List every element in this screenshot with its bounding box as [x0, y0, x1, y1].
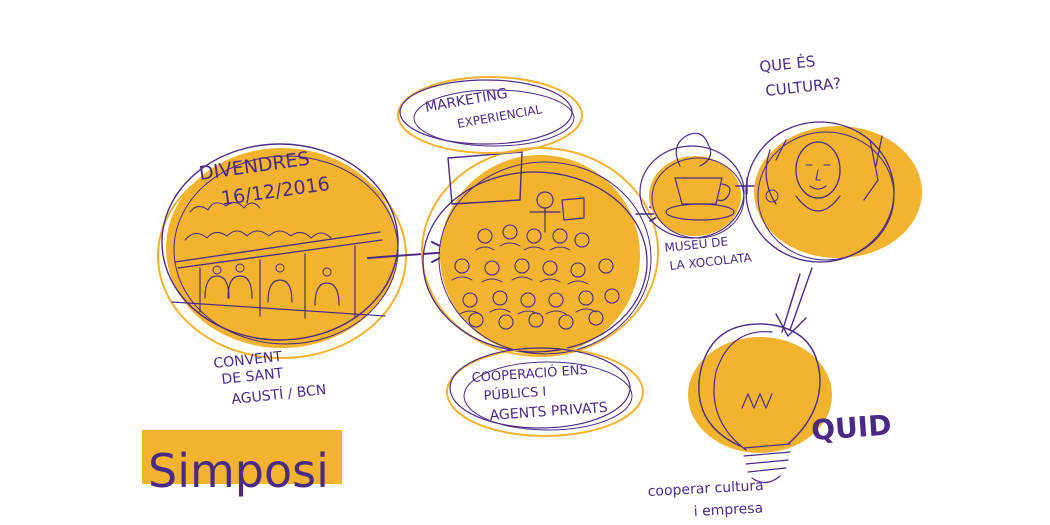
- bulb-line2: i empresa: [693, 500, 763, 520]
- audience-illustration: [421, 147, 659, 357]
- cooperation-bubble: [446, 347, 644, 437]
- question-line1: QUE ÉS: [758, 51, 816, 76]
- coop-line2: PÚBLICS I: [483, 384, 547, 404]
- museum-line1: MUSEU DE: [664, 234, 729, 255]
- venue-line2: DE SANT: [221, 366, 285, 388]
- quid-label: QUID: [810, 408, 892, 447]
- coop-line1: COOPERACIÓ ENS: [471, 362, 588, 386]
- bulb-line1: cooperar cultura: [647, 478, 764, 500]
- venue-line1: CONVENT: [213, 349, 283, 372]
- marketing-bubble: [397, 76, 583, 154]
- coop-line3: AGENTS PRIVATS: [489, 400, 608, 424]
- title-box: [142, 430, 342, 484]
- museum-line2: LA XOCOLATA: [669, 250, 753, 273]
- chocolate-cup-illustration: [639, 132, 745, 239]
- lightbulb-illustration: [688, 323, 832, 484]
- convent-illustration: [157, 143, 407, 359]
- title-label: Simposi: [148, 444, 329, 498]
- portrait-illustration: [745, 121, 922, 263]
- arrow-down-icon: [775, 267, 813, 337]
- question-line2: CULTURA?: [765, 74, 842, 100]
